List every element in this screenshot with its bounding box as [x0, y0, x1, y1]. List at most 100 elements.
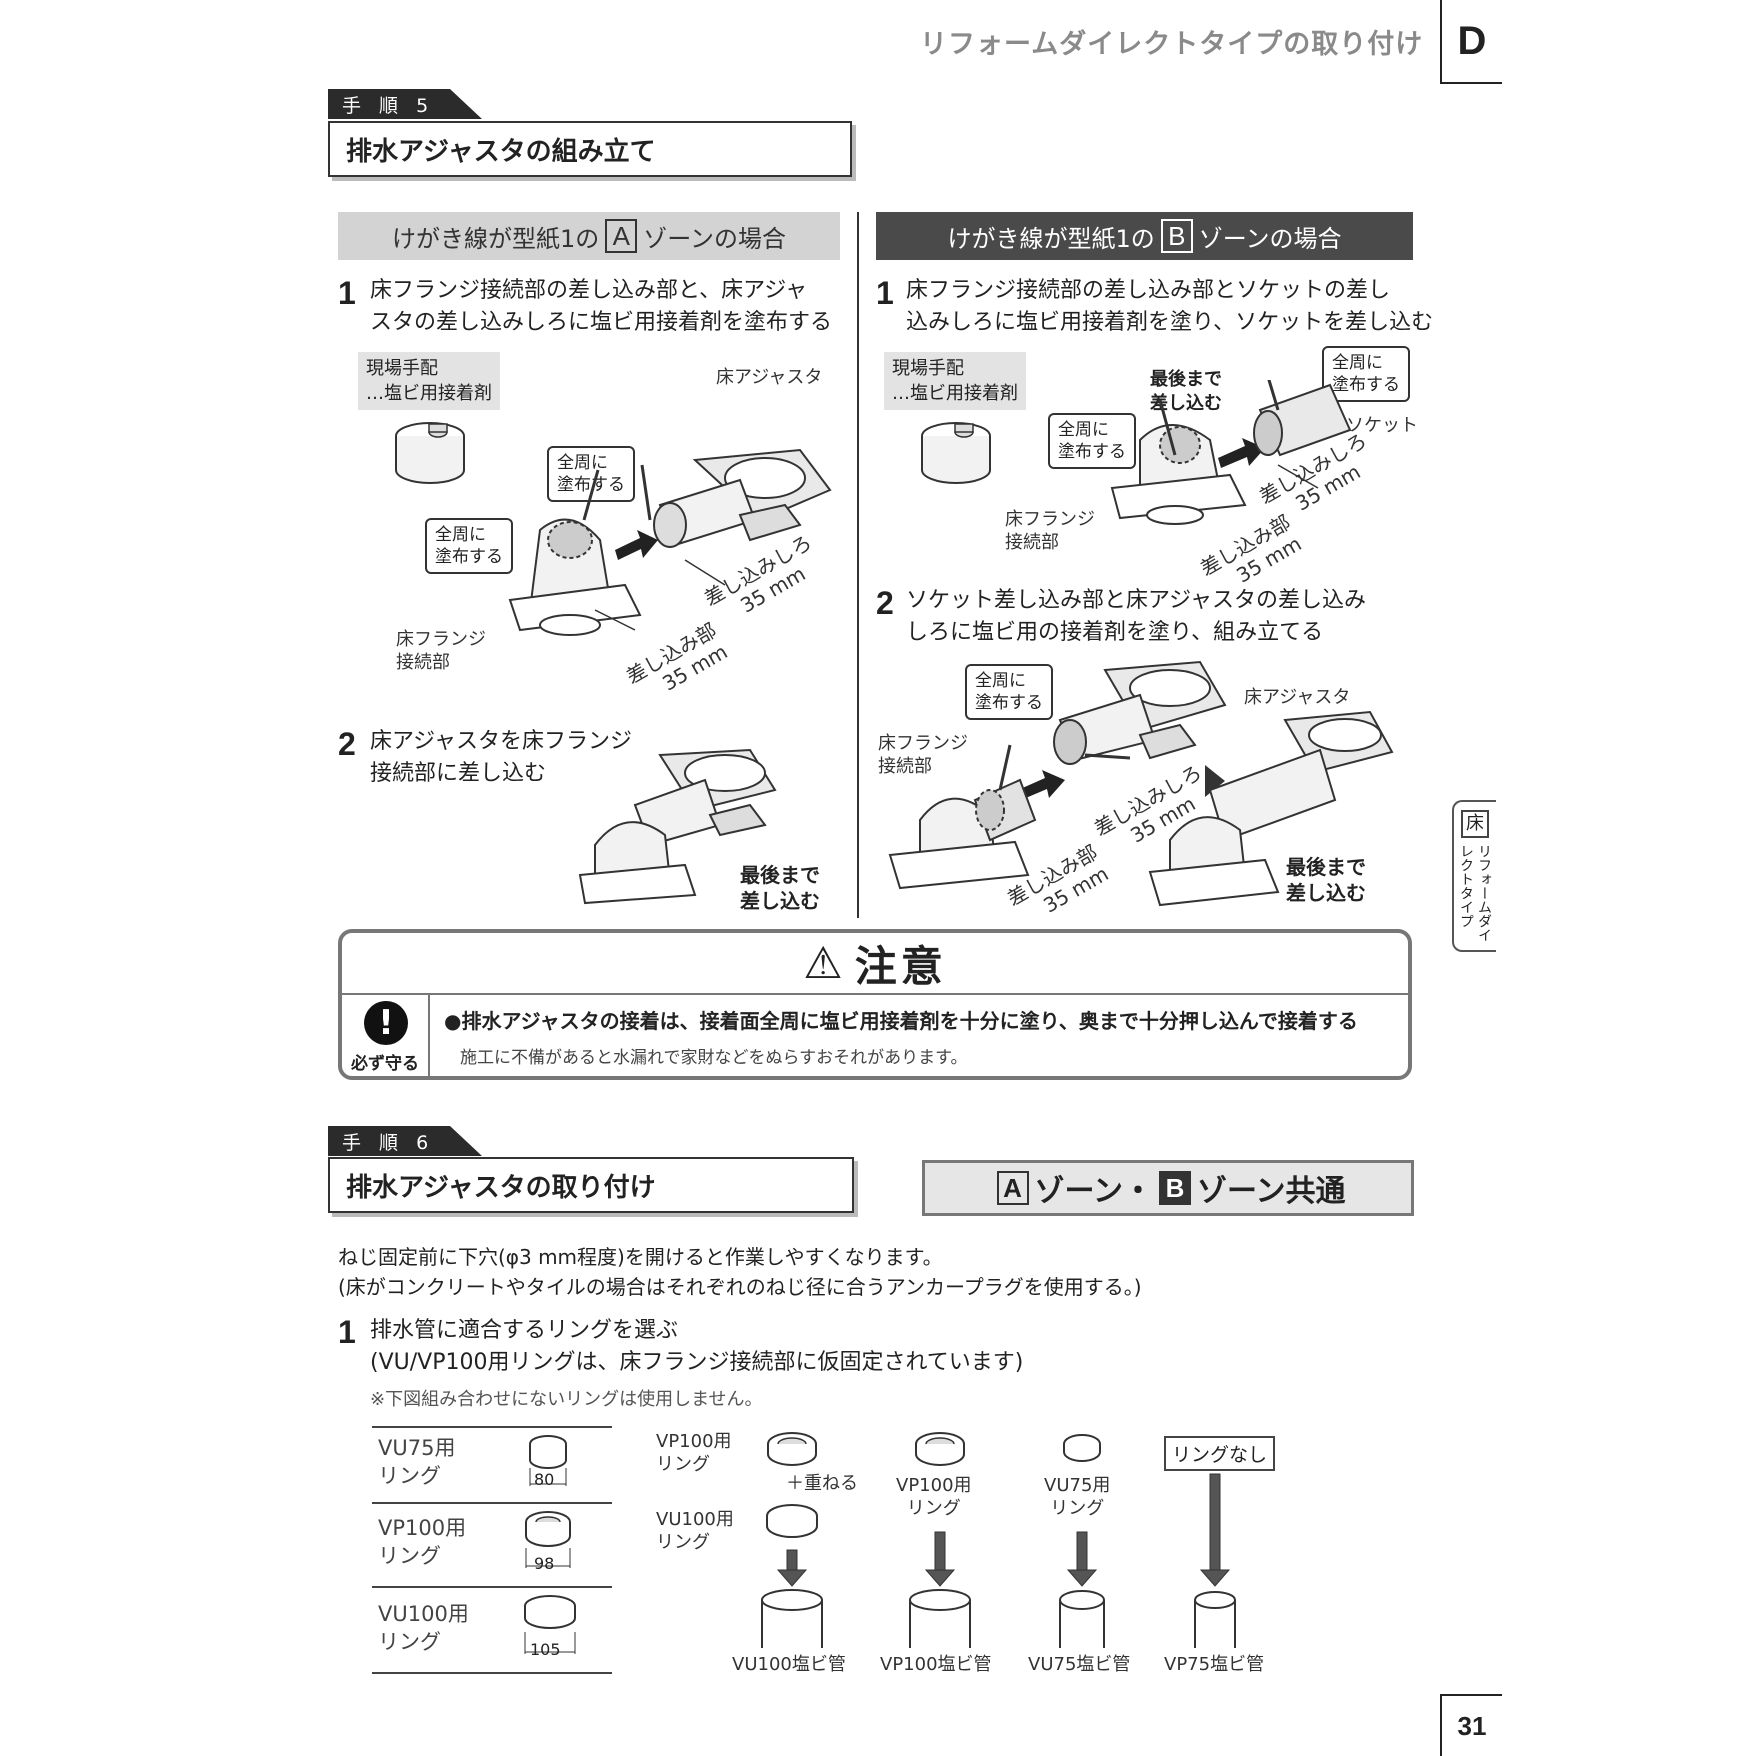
caution-main-text: ●排水アジャスタの接着は、接着面全周に塩ビ用接着剤を十分に塗り、奥まで十分押し込… — [444, 1009, 1358, 1033]
zone-a-step1-text: 床フランジ接続部の差し込み部と、床アジャ スタの差し込みしろに塩ビ用接着剤を塗布… — [370, 275, 832, 339]
zone-a-heading-post: ゾーンの場合 — [643, 224, 787, 253]
pipe-label-vu100: VU100塩ビ管 — [732, 1654, 846, 1675]
zone-b-step2-callout: 全周に 塗布する — [965, 664, 1053, 720]
zone-b-step2-line2: しろに塩ビ用の接着剤を塗り、組み立てる — [906, 620, 1324, 645]
caution-sub-text: 施工に不備があると水漏れで家財などをぬらすおそれがあります。 — [460, 1048, 968, 1068]
side-tab: 床 リフォームダイレクトタイプ — [1452, 800, 1496, 952]
note-line1: 最後まで — [1150, 369, 1222, 390]
ring-name-line2: リング — [378, 1544, 441, 1568]
combo-col2-label: VP100用 リング — [896, 1474, 972, 1520]
step6-step1-note: ※下図組み合わせにないリングは使用しません。 — [370, 1389, 763, 1410]
caution-header: ⚠ 注意 — [342, 933, 1408, 995]
zone-b-letter: B — [1160, 219, 1193, 253]
label-line2: リング — [656, 1532, 710, 1553]
zone-b-heading-pre: けがき線が型紙1の — [947, 224, 1155, 253]
label-line1: VU75用 — [1044, 1475, 1111, 1496]
callout-line1: 全周に — [1058, 420, 1109, 440]
zone-common-post: ゾーン共通 — [1197, 1174, 1346, 1209]
caution-box: ⚠ 注意 ! 必ず守る ●排水アジャスタの接着は、接着面全周に塩ビ用接着剤を十分… — [338, 929, 1412, 1080]
ring-table-rule — [372, 1672, 612, 1674]
column-divider — [857, 212, 859, 918]
callout-line1: 全周に — [435, 525, 486, 545]
step6-tag: 手 順 6 — [328, 1126, 482, 1156]
step6-note1: ねじ固定前に下穴(φ3 mm程度)を開けると作業しやすくなります。 — [338, 1245, 943, 1269]
callout-line2: 塗布する — [435, 547, 503, 567]
zone-b-step2-number: 2 — [876, 585, 894, 621]
zone-b-callout-flange: 全周に 塗布する — [1048, 413, 1136, 469]
note-line1: 最後まで — [1286, 855, 1366, 879]
header-title: リフォームダイレクトタイプの取り付け — [920, 29, 1424, 60]
ring-vp100-size: 98 — [534, 1554, 555, 1573]
zone-a-callout-adjuster: 全周に 塗布する — [547, 446, 635, 502]
zone-a-step1-line2: スタの差し込みしろに塩ビ用接着剤を塗布する — [370, 310, 833, 335]
label-line1: 床フランジ — [878, 733, 968, 754]
combo-vu100-label: VU100用 リング — [656, 1508, 734, 1554]
ring-name-line1: VU75用 — [378, 1436, 456, 1460]
zone-a-step1-line1: 床フランジ接続部の差し込み部と、床アジャ — [370, 278, 808, 303]
zone-a-callout-flange: 全周に 塗布する — [425, 518, 513, 574]
step6-note2: (床がコンクリートやタイルの場合はそれぞれのねじ径に合うアンカープラグを使用する… — [338, 1275, 1142, 1299]
adhesive-can-illustration — [921, 422, 991, 484]
step6-step1-line2: (VU/VP100用リングは、床フランジ接続部に仮固定されています) — [370, 1350, 1024, 1375]
ring-row-vu100: VU100用 リング — [378, 1600, 469, 1656]
zone-common-letter-b: B — [1159, 1171, 1191, 1205]
zone-b-final-note: 最後まで 差し込む — [1286, 854, 1366, 906]
zone-a-step2-line1: 床アジャスタを床フランジ — [370, 729, 633, 754]
pipe-label-vp75: VP75塩ビ管 — [1164, 1654, 1265, 1675]
zone-a-flange-label: 床フランジ 接続部 — [396, 628, 486, 674]
step6-step1-line1: 排水管に適合するリングを選ぶ — [370, 1318, 679, 1343]
zone-a-supply-line2: …塩ビ用接着剤 — [366, 383, 492, 404]
label-line1: 床フランジ — [396, 629, 486, 650]
zone-a-step2-illustration — [578, 748, 777, 905]
zone-b-supply-line1: 現場手配 — [892, 358, 964, 379]
zone-b-step1-number: 1 — [876, 275, 894, 311]
caution-icon-cell: ! 必ず守る — [342, 993, 430, 1076]
zone-a-letter: A — [605, 219, 638, 253]
zone-a-step1-number: 1 — [338, 275, 356, 311]
zone-a-final-note: 最後まで 差し込む — [740, 862, 820, 914]
step6-step1-number: 1 — [338, 1314, 356, 1350]
zone-b-step1-text: 床フランジ接続部の差し込み部とソケットの差し 込みしろに塩ビ用接着剤を塗り、ソケ… — [906, 275, 1433, 339]
ring-combination-diagram — [761, 1432, 1236, 1648]
zone-common-mid: ゾーン・ — [1034, 1174, 1154, 1209]
side-tab-text: リフォームダイレクトタイプ — [1458, 844, 1492, 942]
caution-title: 注意 — [854, 941, 947, 991]
zone-b-step2-line1: ソケット差し込み部と床アジャスタの差し込み — [906, 588, 1367, 613]
ring-name-line1: VP100用 — [378, 1516, 467, 1540]
step6-notes: ねじ固定前に下穴(φ3 mm程度)を開けると作業しやすくなります。 (床がコンク… — [338, 1242, 1142, 1302]
zone-b-step2-flange-label: 床フランジ 接続部 — [878, 732, 968, 778]
note-line2: 差し込む — [740, 889, 820, 913]
label-line1: VP100用 — [656, 1431, 732, 1452]
callout-line2: 塗布する — [975, 693, 1043, 713]
callout-line1: 全周に — [975, 671, 1026, 691]
ring-table-rule — [372, 1586, 612, 1588]
ring-name-line2: リング — [378, 1464, 441, 1488]
pipe-label-vu75: VU75塩ビ管 — [1028, 1654, 1131, 1675]
zone-b-insert-note: 最後まで 差し込む — [1150, 368, 1222, 416]
step5-title: 排水アジャスタの組み立て — [328, 121, 852, 177]
zone-b-step1-line2: 込みしろに塩ビ用接着剤を塗り、ソケットを差し込む — [906, 310, 1434, 335]
label-line1: VP100用 — [896, 1475, 972, 1496]
ring-vp100-icon — [525, 1511, 571, 1568]
label-line2: リング — [1050, 1498, 1105, 1519]
zone-b-socket-label: ソケット — [1346, 415, 1418, 436]
adhesive-can-illustration — [395, 422, 465, 484]
step5-tag: 手 順 5 — [328, 89, 482, 119]
zone-a-adjuster-label: 床アジャスタ — [716, 367, 823, 388]
zone-a-step2-text: 床アジャスタを床フランジ 接続部に差し込む — [370, 726, 632, 790]
ring-name-line2: リング — [378, 1630, 441, 1654]
combo-no-ring-label: リングなし — [1164, 1436, 1276, 1471]
label-line2: 接続部 — [396, 652, 450, 673]
ring-row-vp100: VP100用 リング — [378, 1514, 466, 1570]
zone-b-flange-label: 床フランジ 接続部 — [1005, 508, 1095, 554]
zone-a-step1-illustration — [508, 448, 832, 636]
label-line1: 床フランジ — [1005, 509, 1095, 530]
ring-vu100-icon — [524, 1595, 576, 1654]
note-line1: 最後まで — [740, 863, 820, 887]
callout-line1: 全周に — [1332, 353, 1383, 373]
label-line2: リング — [656, 1454, 710, 1475]
ring-row-vu75: VU75用 リング — [378, 1434, 455, 1490]
zone-common-banner: A ゾーン・ B ゾーン共通 — [922, 1160, 1414, 1216]
label-line2: リング — [906, 1498, 961, 1519]
zone-b-callout-socket: 全周に 塗布する — [1322, 346, 1410, 402]
